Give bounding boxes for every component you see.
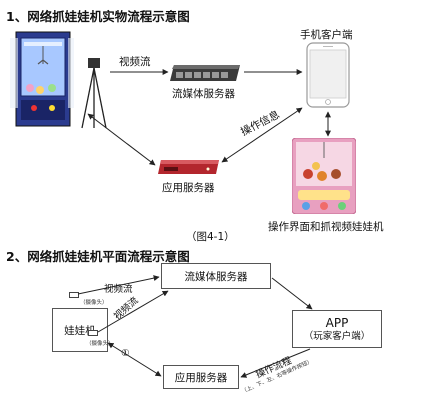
video-stream-label-1: 视频流 [104,284,133,295]
phone-image [306,42,350,108]
s2-arrow-app-appserver [240,348,311,378]
camera-bottom-label: （摄像头） [86,341,114,347]
video-stream-label: 视频流 [119,56,151,68]
camera-top-label: （摄像头） [80,300,108,306]
streaming-server-box: 流媒体服务器 [161,263,271,289]
camera-bottom-icon [88,330,98,336]
app-server-box: 应用服务器 [163,365,239,389]
claw-machine-box: 娃娃机 [52,308,108,352]
s2-arrow-stream-top [77,275,160,295]
game-screen-image [291,137,357,215]
section1-title: 1、网络抓娃娃机实物流程示意图 [6,9,190,24]
s1-arrow-phone-appserver [221,107,303,163]
player-client-label: （玩家客户端） [303,330,371,342]
s2-arrow-machine-appserver [107,342,162,377]
app-server-image [158,159,220,175]
camera-top-icon [69,292,79,298]
app-client-box: APP （玩家客户端） [292,310,382,348]
ui-caption-label: 操作界面和抓视频娃娃机 [268,221,384,233]
streaming-server-image [170,63,242,83]
s2-arrow-stream-diag [97,290,169,333]
mobile-client-label: 手机客户端 [300,29,353,41]
figure-caption: （图4-1） [186,231,235,243]
app-server-label: 应用服务器 [162,182,215,194]
section2-title: 2、网络抓娃娃机平面流程示意图 [6,249,190,264]
app-label: APP [325,315,349,330]
s1-arrow-machine-appserver [87,113,156,166]
s2-arrow-server-to-app [271,277,313,310]
claw-machine-image [8,28,120,130]
streaming-server-label: 流媒体服务器 [172,88,235,100]
